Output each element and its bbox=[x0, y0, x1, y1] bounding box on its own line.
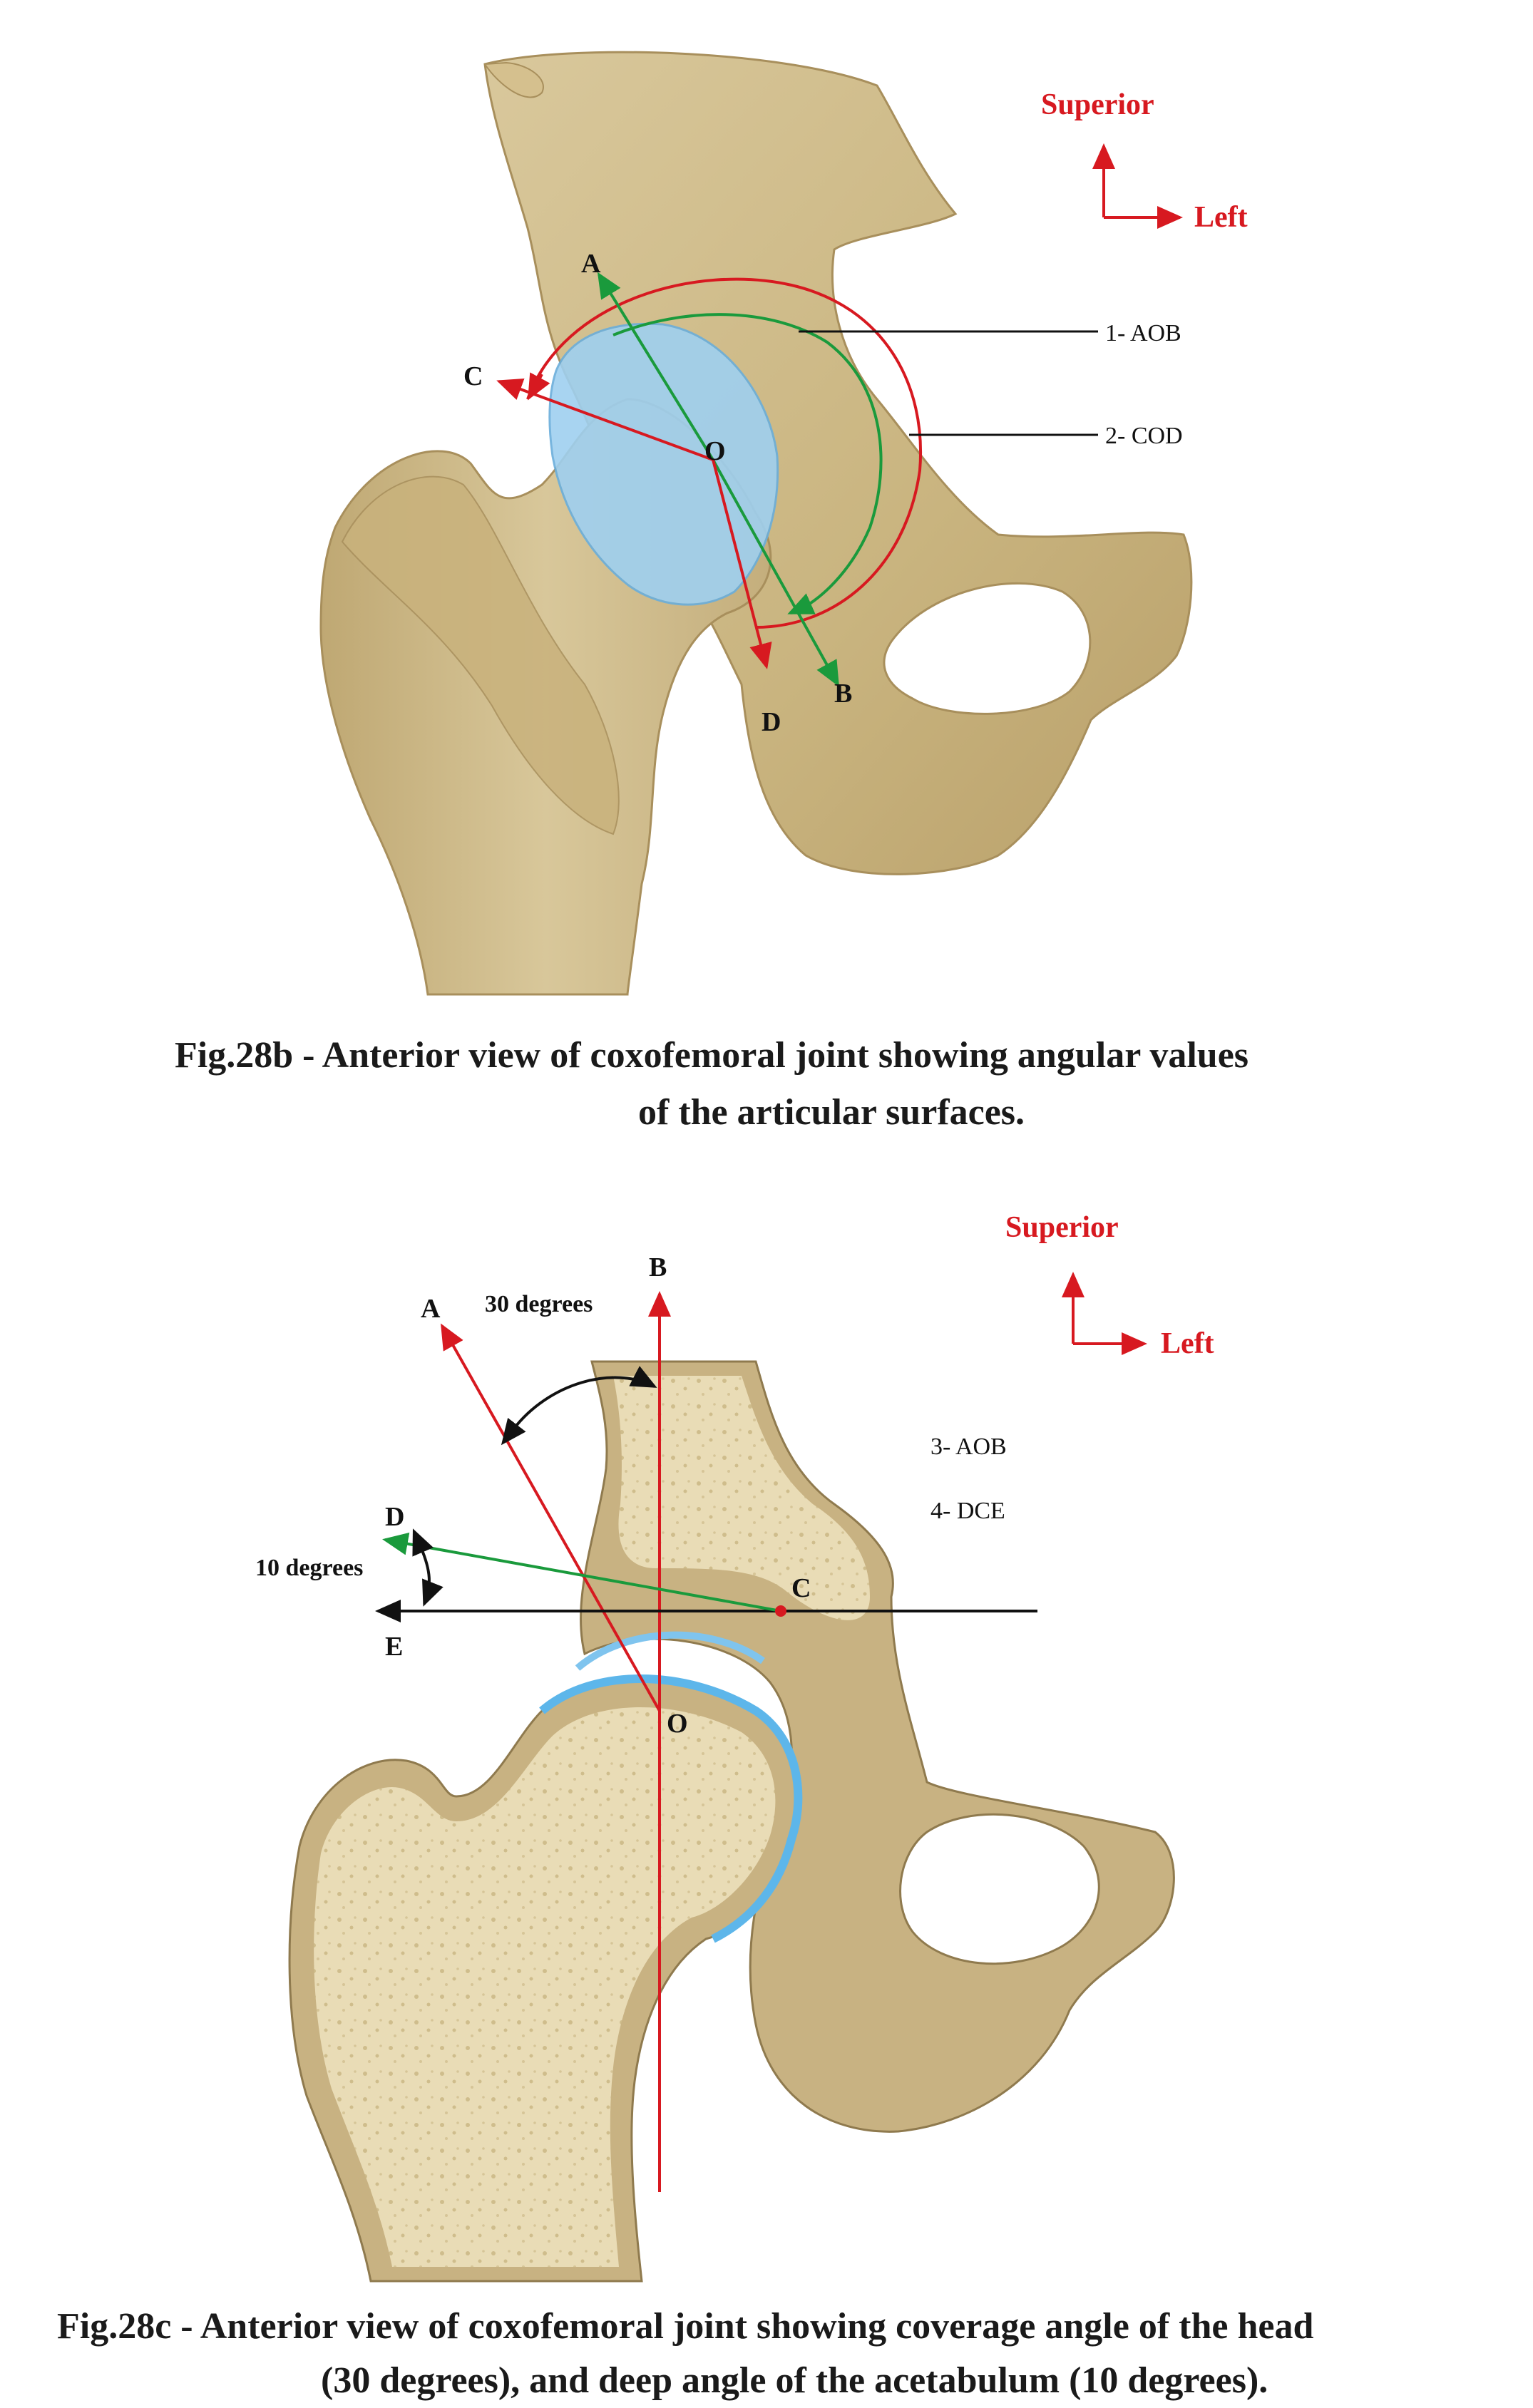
angle-10-arc bbox=[412, 1528, 444, 1607]
superior-label-c: Superior bbox=[1005, 1211, 1119, 1244]
obturator-foramen-c bbox=[899, 1813, 1100, 1965]
left-label-c: Left bbox=[1161, 1327, 1214, 1360]
point-c-label-c: C bbox=[791, 1573, 811, 1603]
arc-cod bbox=[526, 277, 922, 629]
arc-aob-arrow bbox=[787, 593, 816, 614]
point-c-label: C bbox=[463, 361, 483, 391]
legend-item-3: 3- AOB bbox=[930, 1434, 1007, 1460]
point-d-label: D bbox=[762, 707, 781, 737]
arc-aob bbox=[612, 313, 883, 614]
femoral-head bbox=[548, 322, 779, 606]
superior-label: Superior bbox=[1041, 88, 1154, 121]
figure-28b-caption-line2: of the articular surfaces. bbox=[638, 1092, 1025, 1133]
angle-30-label: 30 degrees bbox=[485, 1291, 593, 1317]
figure-28b: Superior Left A B C D O 1- AOB 2- COD Fi… bbox=[0, 0, 1533, 1169]
ray-oa bbox=[597, 272, 714, 461]
acetabular-cartilage bbox=[575, 1631, 765, 1671]
point-d-label-c: D bbox=[385, 1502, 404, 1532]
ray-od bbox=[712, 459, 772, 669]
obturator-foramen bbox=[883, 582, 1092, 715]
point-b-label-c: B bbox=[649, 1252, 667, 1282]
ray-oa bbox=[441, 1323, 661, 1712]
greater-trochanter bbox=[341, 475, 620, 835]
figure-28b-illustration: Superior Left A B C D O 1- AOB 2- COD bbox=[319, 51, 1248, 996]
angle-30-arc bbox=[501, 1366, 657, 1446]
arc-cod-arrow bbox=[528, 372, 550, 401]
ray-cd bbox=[382, 1532, 781, 1612]
figure-28c-illustration: Superior Left A B C D E O 30 degrees 10 … bbox=[255, 1211, 1214, 2283]
legend-item-4: 4- DCE bbox=[930, 1498, 1005, 1524]
point-e-label-c: E bbox=[385, 1632, 403, 1662]
legend-item-1: 1- AOB bbox=[1105, 320, 1181, 346]
figure-28c-caption-line2: (30 degrees), and deep angle of the acet… bbox=[321, 2360, 1268, 2401]
point-a-label-c: A bbox=[421, 1294, 441, 1324]
ray-ob bbox=[712, 459, 839, 687]
point-o-label: O bbox=[704, 436, 726, 466]
legend-item-2: 2- COD bbox=[1105, 423, 1183, 449]
point-o-label-c: O bbox=[667, 1709, 688, 1739]
figure-28b-caption-line1: Fig.28b - Anterior view of coxofemoral j… bbox=[175, 1035, 1249, 1076]
point-b-label: B bbox=[834, 679, 852, 709]
point-a-label: A bbox=[581, 249, 601, 279]
iliac-spine bbox=[483, 61, 544, 98]
figure-28c: Superior Left A B C D E O 30 degrees 10 … bbox=[0, 1169, 1533, 2408]
angle-10-label: 10 degrees bbox=[255, 1555, 363, 1581]
point-c bbox=[775, 1605, 786, 1617]
pelvis-cancellous bbox=[613, 1376, 870, 1620]
femur-cancellous bbox=[314, 1707, 776, 2267]
figure-28c-caption-line1: Fig.28c - Anterior view of coxofemoral j… bbox=[57, 2306, 1314, 2347]
femoral-cartilage bbox=[539, 1674, 803, 1943]
left-label: Left bbox=[1194, 201, 1248, 234]
